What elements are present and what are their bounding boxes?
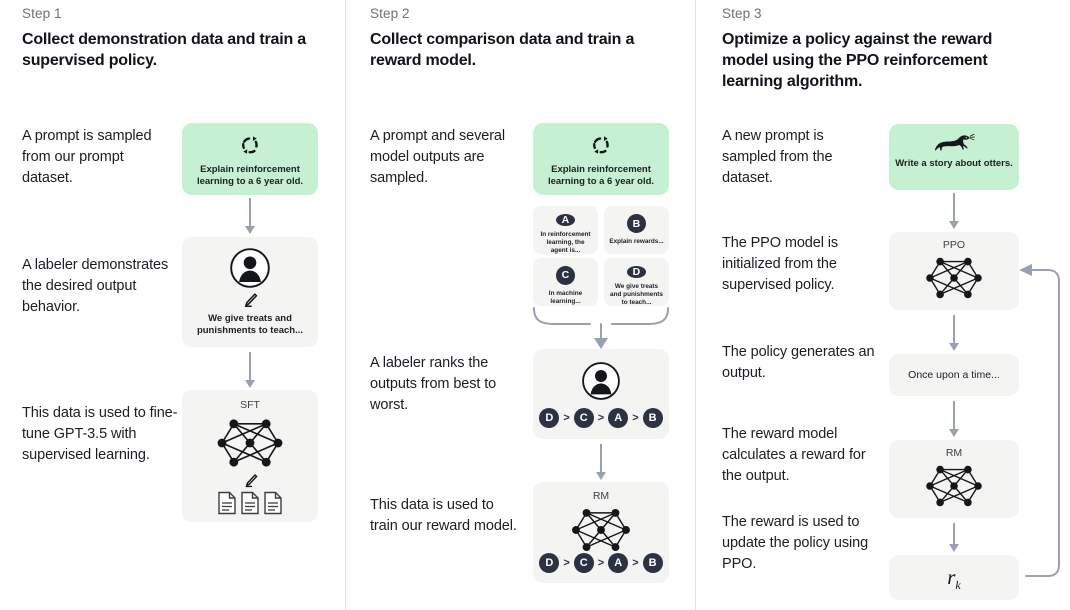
step-3-rm-title: RM (945, 447, 963, 459)
step-2-description-1: A prompt and several model outputs are s… (370, 128, 506, 186)
otter-icon (889, 132, 1019, 152)
step-2-label: Step 2 (370, 6, 410, 21)
step-2-prompt-card[interactable]: Explain reinforcement learning to a 6 ye… (533, 123, 669, 195)
step-3-title: Optimize a policy against the reward mod… (722, 31, 993, 90)
rm-rank-pill-2: C (573, 553, 594, 573)
column-divider-1 (345, 0, 346, 610)
pencil-icon (182, 472, 318, 489)
step-2-merge-arrow (528, 306, 674, 352)
step-3-ppo-title: PPO (942, 239, 966, 251)
step-2-description-2: A labeler ranks the outputs from best to… (370, 355, 497, 413)
step-1-column: Step 1 Collect demonstration data and tr… (0, 0, 345, 610)
option-letter-a: A (556, 214, 575, 226)
person-avatar-icon (182, 247, 318, 289)
step-2-ranking-card[interactable]: D > C > A > B (533, 349, 669, 439)
step-1-labeler-card[interactable]: We give treats and punishments to teach.… (182, 237, 318, 347)
rm-rank-pill-1: D (539, 553, 560, 573)
step-3-arrow-3 (953, 401, 955, 430)
neural-network-icon (889, 254, 1019, 302)
step-3-arrow-4 (953, 523, 955, 545)
step-1-label: Step 1 (22, 6, 62, 21)
rank-separator-3: > (632, 412, 639, 424)
rank-pill-4: B (642, 408, 663, 428)
step-2-rm-title: RM (592, 490, 610, 502)
option-letter-c: C (556, 266, 575, 285)
documents-icon (182, 491, 318, 515)
update-policy-loop-arrow (1014, 260, 1066, 580)
step-3-column: Step 3 Optimize a policy against the rew… (696, 0, 1070, 610)
option-text-a: In reinforcement learning, the agent is.… (540, 231, 591, 255)
rm-rank-pill-4: B (642, 553, 663, 573)
refresh-cycle-icon (182, 134, 318, 156)
rm-rank-separator-2: > (597, 557, 605, 569)
step-1-description-2: A labeler demonstrates the desired outpu… (22, 257, 169, 315)
step-3-description-2: The PPO model is initialized from the su… (722, 235, 839, 293)
step-3-output-card[interactable]: Once upon a time... (889, 354, 1019, 396)
step-3-ppo-card[interactable]: PPO (889, 232, 1019, 310)
step-3-rm-card[interactable]: RM (889, 440, 1019, 518)
option-text-b: Explain rewards... (609, 238, 664, 245)
rank-separator-1: > (563, 412, 570, 424)
option-letter-d: D (627, 266, 646, 278)
step-1-description-1: A prompt is sampled from our prompt data… (22, 128, 152, 186)
step-1-arrow-1 (249, 198, 251, 227)
step-3-prompt-text: Write a story about otters. (895, 158, 1013, 169)
rank-pill-3: A (608, 408, 629, 428)
step-3-description-4: The reward model calculates a reward for… (722, 426, 866, 484)
rank-pill-2: C (573, 408, 594, 428)
option-card-d[interactable]: D We give treats and punishments to teac… (604, 258, 669, 306)
option-text-c: In machine learning... (548, 289, 583, 305)
step-2-description-3: This data is used to train our reward mo… (370, 497, 517, 534)
reward-symbol-subscript: k (955, 578, 961, 593)
step-2-rm-ranking-row: D > C > A > B (533, 553, 669, 573)
neural-network-icon (182, 415, 318, 471)
column-divider-2 (695, 0, 696, 610)
step-1-prompt-card[interactable]: Explain reinforcement learning to a 6 ye… (182, 123, 318, 195)
step-3-label: Step 3 (722, 6, 762, 21)
step-2-ranking-row: D > C > A > B (533, 408, 669, 428)
rank-pill-1: D (539, 408, 560, 428)
person-avatar-icon (533, 361, 669, 401)
rm-rank-pill-3: A (608, 553, 629, 573)
neural-network-icon (889, 462, 1019, 510)
option-text-d: We give treats and punishments to teach.… (610, 283, 663, 307)
step-2-title: Collect comparison data and train a rewa… (370, 31, 635, 69)
step-1-description-3: This data is used to fine-tune GPT-3.5 w… (22, 405, 178, 463)
step-3-prompt-card[interactable]: Write a story about otters. (889, 124, 1019, 190)
step-3-reward-card[interactable]: rk (889, 555, 1019, 600)
pencil-icon (182, 291, 318, 309)
step-1-labeler-text: We give treats and punishments to teach.… (196, 313, 304, 336)
step-1-arrow-2 (249, 352, 251, 381)
reward-symbol: rk (889, 555, 1019, 608)
step-2-prompt-text: Explain reinforcement learning to a 6 ye… (547, 164, 655, 187)
option-card-c[interactable]: C In machine learning... (533, 258, 598, 306)
option-card-b[interactable]: B Explain rewards... (604, 206, 669, 254)
rm-rank-separator-1: > (563, 557, 570, 569)
step-3-description-3: The policy generates an output. (722, 344, 875, 381)
option-card-a[interactable]: A In reinforcement learning, the agent i… (533, 206, 598, 254)
rank-separator-2: > (597, 412, 605, 424)
step-2-column: Step 2 Collect comparison data and train… (346, 0, 695, 610)
refresh-cycle-icon (533, 134, 669, 156)
step-1-sft-card[interactable]: SFT (182, 390, 318, 522)
step-2-arrow-2 (600, 444, 602, 473)
step-3-description-5: The reward is used to update the policy … (722, 514, 869, 572)
option-letter-b: B (627, 214, 646, 233)
step-1-sft-title: SFT (240, 399, 260, 411)
step-3-arrow-2 (953, 315, 955, 344)
reward-symbol-r: r (947, 565, 956, 589)
rm-rank-separator-3: > (632, 557, 639, 569)
step-3-description-1: A new prompt is sampled from the dataset… (722, 128, 833, 186)
step-1-title: Collect demonstration data and train a s… (22, 31, 307, 69)
step-2-reward-model-card[interactable]: RM (533, 482, 669, 583)
step-3-arrow-1 (953, 193, 955, 222)
neural-network-icon (533, 505, 669, 555)
step-1-prompt-text: Explain reinforcement learning to a 6 ye… (196, 164, 304, 187)
step-3-output-text: Once upon a time... (908, 369, 1000, 381)
